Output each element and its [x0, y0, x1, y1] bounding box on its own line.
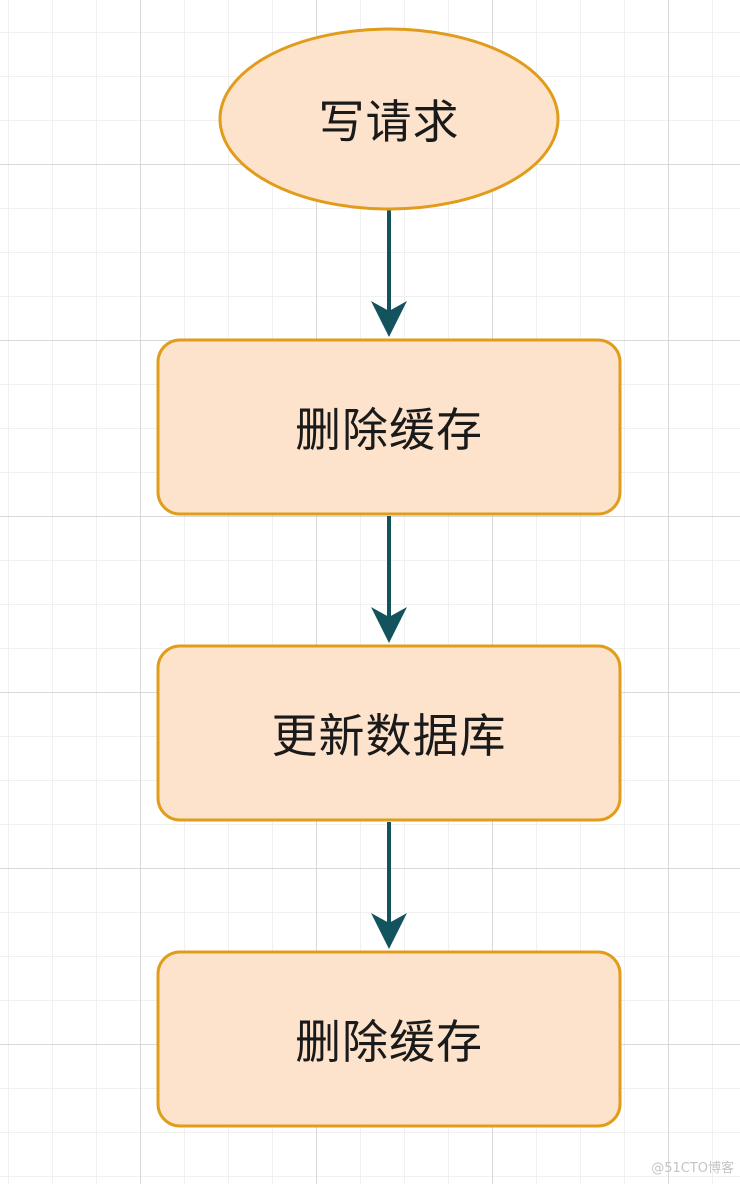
arrow-head-icon: [371, 913, 407, 949]
node-step3-shape: [156, 950, 622, 1128]
edge-start-to-step1: [371, 210, 407, 337]
node-step2-shape: [156, 644, 622, 822]
edge-step2-to-step3: [371, 822, 407, 949]
arrow-head-icon: [371, 301, 407, 337]
edge-step1-to-step2: [371, 516, 407, 643]
watermark-text: @51CTO博客: [651, 1161, 734, 1176]
arrow-head-icon: [371, 607, 407, 643]
node-start-shape: [218, 27, 560, 211]
node-step1-shape: [156, 338, 622, 516]
